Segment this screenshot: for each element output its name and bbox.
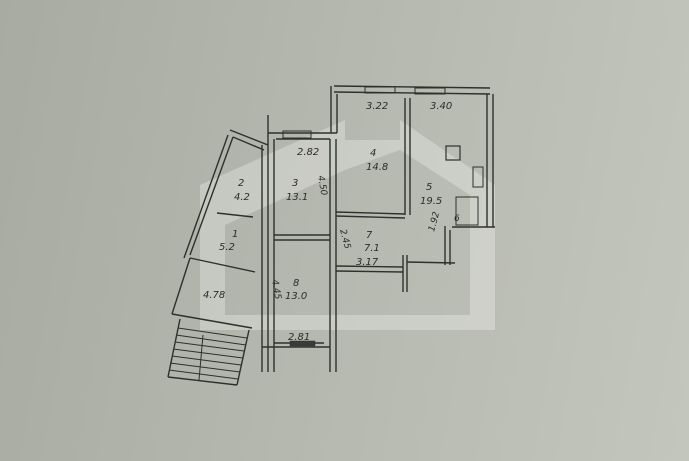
room-4-area: 14.8 [366,162,388,173]
room-8-area: 13.0 [285,291,307,302]
room-8-number: 8 [293,278,299,289]
watermark-house-icon [200,120,495,330]
room-4-width: 3.22 [366,101,388,112]
room-5-area: 19.5 [420,196,442,207]
room-3-height: 4.50 [315,175,328,197]
room-4-number: 4 [370,148,376,159]
hall-height: 1.92 [427,211,442,233]
room-2-area: 4.2 [234,192,250,203]
room-7-width: 3.17 [356,257,379,268]
loggia-dimension: 4.78 [203,290,225,301]
room-7-number: 7 [366,230,373,241]
room-1-area: 5.2 [219,242,235,253]
room-7-height: 2.45 [337,228,352,250]
room-8-width: 2.81 [288,332,310,343]
room-3-width: 2.82 [297,147,319,158]
room-7-area: 7.1 [364,243,380,254]
room-3-area: 13.1 [286,192,308,203]
room-8-height: 4.45 [269,279,282,301]
room-3-number: 3 [292,178,298,189]
bath-number: 6 [454,214,460,224]
room-1-number: 1 [232,229,238,240]
room-2-number: 2 [238,178,244,189]
room-5-number: 5 [426,182,432,193]
room-5-width: 3.40 [430,101,452,112]
